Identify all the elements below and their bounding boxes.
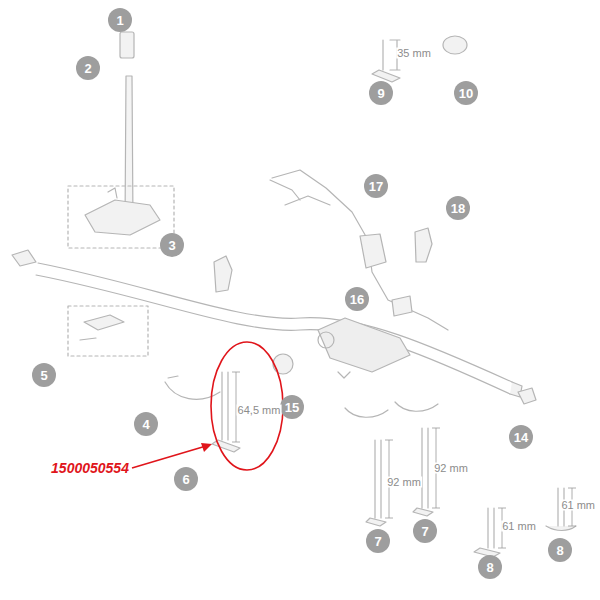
- callout-badge: [413, 519, 437, 543]
- dimension-label: 61 mm: [501, 521, 537, 532]
- dimension-label: 64,5 mm: [237, 405, 282, 416]
- callout-badge: [76, 56, 100, 80]
- callout-badge: [160, 233, 184, 257]
- callout-number: 7: [421, 525, 428, 538]
- callout-number: 8: [556, 544, 563, 557]
- callout-number: 18: [451, 202, 465, 215]
- callout-badge: [369, 81, 393, 105]
- dimension-label: 92 mm: [386, 477, 422, 488]
- callout-badge: [364, 174, 388, 198]
- callout-number: 10: [459, 87, 473, 100]
- callout-badge: [174, 467, 198, 491]
- callout-number: 4: [142, 418, 149, 431]
- callout-badge: [478, 555, 502, 579]
- callout-number: 9: [377, 87, 384, 100]
- callout-badge: [548, 538, 572, 562]
- callout-badge: [366, 529, 390, 553]
- callout-number: 7: [374, 535, 381, 548]
- callout-number: 2: [84, 62, 91, 75]
- callout-number: 5: [40, 369, 47, 382]
- callout-number: 3: [168, 239, 175, 252]
- callout-badge: [280, 395, 304, 419]
- callout-number: 8: [486, 561, 493, 574]
- callout-badge: [345, 287, 369, 311]
- dimension-label: 92 mm: [433, 463, 469, 474]
- callout-badge: [454, 81, 478, 105]
- callout-number: 15: [285, 401, 299, 414]
- callout-badge: [32, 363, 56, 387]
- callout-badge: [446, 196, 470, 220]
- callout-badge: [108, 8, 132, 32]
- callout-number: 16: [350, 293, 364, 306]
- callout-badge: [134, 412, 158, 436]
- part-number: 1500050554: [51, 461, 129, 475]
- callout-number: 1: [116, 14, 123, 27]
- callout-badge: [509, 425, 533, 449]
- callout-number: 17: [369, 180, 383, 193]
- callout-number: 14: [514, 431, 528, 444]
- callout-number: 6: [182, 473, 189, 486]
- dimension-label: 35 mm: [396, 48, 432, 59]
- dimension-label: 61 mm: [560, 500, 596, 511]
